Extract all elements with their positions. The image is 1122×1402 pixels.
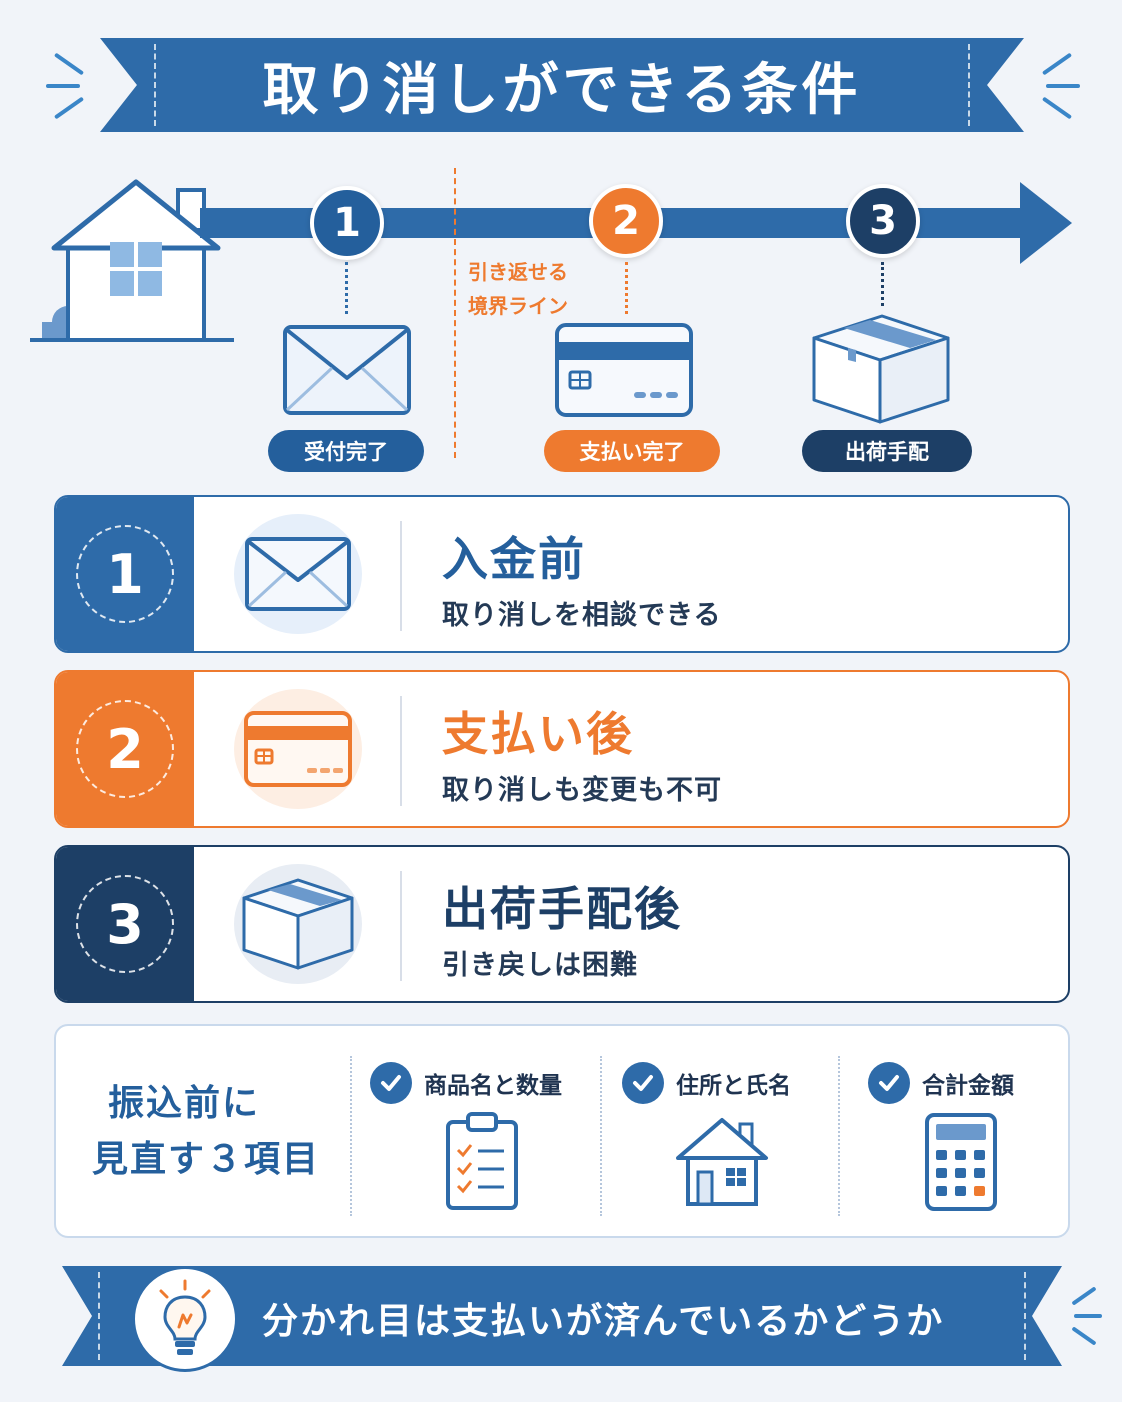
checklist-box: 振込前に 見直す３項目 商品名と数量 住所と氏名 <box>54 1024 1070 1238</box>
check-icon <box>622 1062 664 1104</box>
ribbon-stitch <box>968 44 970 126</box>
step-label-3: 出荷手配 <box>802 430 972 472</box>
credit-card-icon <box>555 323 693 417</box>
house-icon <box>676 1118 768 1206</box>
footer-message: 分かれ目は支払いが済んでいるかどうか <box>262 1301 945 1342</box>
calculator-icon <box>925 1113 997 1211</box>
boundary-label: 境界ライン <box>468 294 568 318</box>
timeline-arrow <box>1020 182 1072 264</box>
checklist-item-1: 商品名と数量 <box>370 1062 562 1104</box>
card-number-block: 3 <box>56 847 194 1001</box>
card-icon-background <box>234 864 362 984</box>
house-icon <box>30 179 234 342</box>
timeline-step-1: 1 <box>310 186 384 260</box>
spark-decoration <box>1041 52 1073 76</box>
card-number: 3 <box>76 875 174 973</box>
lightbulb-icon <box>132 1266 238 1372</box>
boundary-label: 引き返せる <box>468 260 568 284</box>
step-connector <box>625 262 628 314</box>
clipboard-icon <box>446 1112 518 1210</box>
checklist-item-2: 住所と氏名 <box>622 1062 791 1104</box>
checklist-item-3: 合計金額 <box>868 1062 1014 1104</box>
card-divider <box>400 521 402 631</box>
box-icon <box>242 878 354 970</box>
column-divider <box>350 1056 352 1216</box>
card-description: 取り消しを相談できる <box>442 600 722 631</box>
checklist-heading: 振込前に <box>108 1083 261 1124</box>
card-description: 引き戻しは困難 <box>442 950 638 981</box>
column-divider <box>600 1056 602 1216</box>
ribbon-stitch <box>98 1272 100 1360</box>
checklist-label: 合計金額 <box>922 1073 1014 1099</box>
card-number: 2 <box>76 700 174 798</box>
spark-decoration <box>53 96 85 120</box>
card-icon-background <box>234 689 362 809</box>
page-title: 取り消しができる条件 <box>262 57 862 123</box>
ribbon-stitch <box>1024 1272 1026 1360</box>
step-label-2: 支払い完了 <box>544 430 720 472</box>
timeline-step-2: 2 <box>589 184 663 258</box>
spark-decoration <box>1071 1286 1097 1306</box>
card-number-block: 1 <box>56 497 194 651</box>
condition-card-3: 3 出荷手配後 引き戻しは困難 <box>54 845 1070 1003</box>
card-description: 取り消しも変更も不可 <box>442 775 722 806</box>
step-label-1: 受付完了 <box>268 430 424 472</box>
boundary-line <box>454 168 456 458</box>
spark-decoration <box>1071 1326 1097 1346</box>
card-divider <box>400 696 402 806</box>
check-icon <box>868 1062 910 1104</box>
step-connector <box>881 262 884 306</box>
checklist-label: 住所と氏名 <box>676 1073 791 1099</box>
check-icon <box>370 1062 412 1104</box>
credit-card-icon <box>244 711 352 787</box>
card-divider <box>400 871 402 981</box>
card-title: 出荷手配後 <box>442 882 682 936</box>
envelope-icon <box>283 325 411 415</box>
envelope-icon <box>245 537 351 611</box>
spark-decoration <box>46 84 80 88</box>
box-icon <box>812 314 950 424</box>
card-number: 1 <box>76 525 174 623</box>
step-connector <box>345 262 348 314</box>
checklist-label: 商品名と数量 <box>424 1073 562 1099</box>
ribbon-stitch <box>154 44 156 126</box>
card-icon-background <box>234 514 362 634</box>
spark-decoration <box>53 52 85 76</box>
spark-decoration <box>1074 1314 1102 1318</box>
column-divider <box>838 1056 840 1216</box>
spark-decoration <box>1041 96 1073 120</box>
spark-decoration <box>1046 84 1080 88</box>
condition-card-1: 1 入金前 取り消しを相談できる <box>54 495 1070 653</box>
checklist-heading: 見直す３項目 <box>92 1139 321 1180</box>
title-ribbon: 取り消しができる条件 <box>100 38 1024 132</box>
timeline-step-3: 3 <box>846 184 920 258</box>
card-number-block: 2 <box>56 672 194 826</box>
card-title: 入金前 <box>442 532 586 586</box>
condition-card-2: 2 支払い後 取り消しも変更も不可 <box>54 670 1070 828</box>
card-title: 支払い後 <box>442 707 634 761</box>
